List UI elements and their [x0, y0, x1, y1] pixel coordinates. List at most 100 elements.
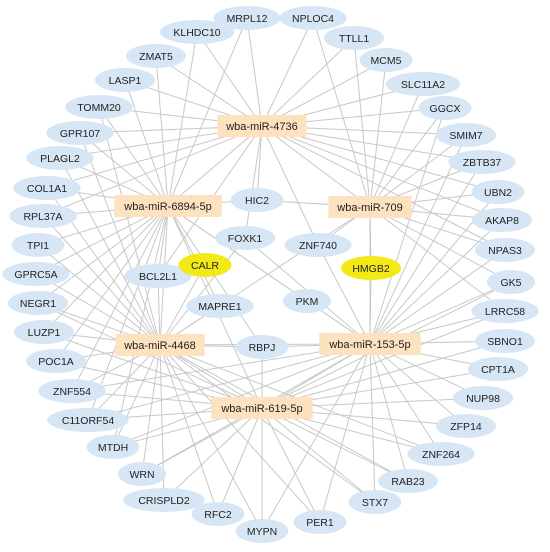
gene-node-shape — [186, 294, 254, 318]
gene-node-label: NUP98 — [466, 393, 500, 405]
gene-node-label: SMIM7 — [449, 130, 482, 142]
gene-node-shape — [348, 490, 402, 514]
gene-node-c11orf54[interactable]: C11ORF54 — [47, 408, 129, 432]
gene-node-label: WRN — [129, 469, 154, 481]
gene-node-poc1a[interactable]: POC1A — [26, 349, 86, 373]
gene-node-zfp14[interactable]: ZFP14 — [436, 414, 496, 438]
mirna-node-wba-mir-4736[interactable]: wba-miR-4736 — [217, 115, 307, 137]
gene-node-foxk1[interactable]: FOXK1 — [215, 226, 275, 250]
gene-node-znf264[interactable]: ZNF264 — [407, 442, 475, 466]
edge-m153-hmgb2 — [369, 267, 372, 345]
gene-node-npas3[interactable]: NPAS3 — [475, 238, 535, 262]
gene-node-lasp1[interactable]: LASP1 — [95, 68, 155, 92]
gene-node-mtdh[interactable]: MTDH — [86, 435, 140, 459]
gene-node-label: TTLL1 — [339, 33, 370, 45]
gene-node-akap8[interactable]: AKAP8 — [472, 208, 532, 232]
mirna-node-wba-mir-619-5p[interactable]: wba-miR-619-5p — [211, 397, 313, 419]
gene-node-label: MYPN — [247, 526, 277, 538]
edge-m4736-foxk1 — [244, 125, 263, 239]
mirna-node-label: wba-miR-619-5p — [220, 403, 302, 415]
gene-node-zbtb37[interactable]: ZBTB37 — [448, 150, 516, 174]
gene-node-nup98[interactable]: NUP98 — [453, 386, 513, 410]
gene-node-shape — [159, 20, 235, 44]
gene-node-slc11a2[interactable]: SLC11A2 — [385, 72, 461, 96]
gene-node-klhdc10[interactable]: KLHDC10 — [159, 20, 235, 44]
edge-m4468-tpi1 — [37, 244, 161, 346]
gene-node-lrrc58[interactable]: LRRC58 — [471, 299, 539, 323]
gene-node-shape — [235, 335, 289, 359]
edge-m4736-mrpl12 — [246, 17, 263, 127]
gene-node-shape — [407, 442, 475, 466]
edge-m153-ggcx — [369, 107, 446, 345]
gene-node-shape — [86, 435, 140, 459]
gene-node-label: GGCX — [430, 103, 461, 115]
gene-node-gk5[interactable]: GK5 — [487, 270, 535, 294]
gene-node-shape — [472, 208, 532, 232]
gene-node-ttll1[interactable]: TTLL1 — [324, 26, 384, 50]
gene-node-shape — [126, 44, 186, 68]
gene-node-shape — [95, 68, 155, 92]
gene-node-mrpl12[interactable]: MRPL12 — [213, 6, 281, 30]
gene-node-gprc5a[interactable]: GPRC5A — [2, 262, 70, 286]
highlighted-node-shape — [341, 256, 401, 280]
gene-node-tomm20[interactable]: TOMM20 — [65, 95, 133, 119]
gene-node-col1a1[interactable]: COL1A1 — [13, 176, 81, 200]
gene-node-hic2[interactable]: HIC2 — [230, 188, 284, 212]
gene-node-wrn[interactable]: WRN — [118, 462, 166, 486]
gene-node-ggcx[interactable]: GGCX — [418, 96, 472, 120]
gene-node-znf554[interactable]: ZNF554 — [38, 379, 106, 403]
edge-m6894-negr1 — [37, 205, 169, 304]
gene-node-shape — [284, 233, 352, 257]
gene-node-label: ZNF740 — [299, 240, 337, 252]
edge-m4736-m709 — [261, 125, 371, 208]
mirna-node-wba-mir-709[interactable]: wba-miR-709 — [328, 196, 412, 218]
edge-m153-znf740 — [317, 244, 371, 345]
gene-node-bcl2l1[interactable]: BCL2L1 — [124, 264, 192, 288]
gene-node-label: PKM — [296, 296, 319, 308]
gene-node-gpr107[interactable]: GPR107 — [46, 121, 114, 145]
gene-node-stx7[interactable]: STX7 — [348, 490, 402, 514]
gene-node-mcm5[interactable]: MCM5 — [359, 48, 413, 72]
gene-node-shape — [436, 123, 496, 147]
edge-m153-c11orf54 — [87, 343, 371, 421]
gene-node-plagl2[interactable]: PLAGL2 — [26, 146, 94, 170]
gene-node-mapre1[interactable]: MAPRE1 — [186, 294, 254, 318]
gene-node-shape — [11, 233, 65, 257]
gene-node-label: UBN2 — [484, 187, 512, 199]
edge-m153-zfp14 — [369, 343, 467, 427]
gene-node-sbno1[interactable]: SBNO1 — [475, 329, 535, 353]
gene-node-per1[interactable]: PER1 — [293, 510, 347, 534]
edge-m709-nploc4 — [312, 17, 371, 208]
edge-m4468-rfc2 — [159, 344, 219, 515]
gene-node-zmat5[interactable]: ZMAT5 — [126, 44, 186, 68]
gene-node-rbpj[interactable]: RBPJ — [235, 335, 289, 359]
highlighted-node-hmgb2[interactable]: HMGB2 — [341, 256, 401, 280]
mirna-node-wba-mir-4468[interactable]: wba-miR-4468 — [115, 334, 205, 356]
edge-m619-rfc2 — [217, 407, 263, 515]
highlighted-node-calr[interactable]: CALR — [178, 253, 232, 277]
gene-node-nploc4[interactable]: NPLOC4 — [279, 6, 347, 30]
gene-node-rpl37a[interactable]: RPL37A — [9, 204, 77, 228]
gene-node-ubn2[interactable]: UBN2 — [471, 180, 525, 204]
gene-node-smim7[interactable]: SMIM7 — [436, 123, 496, 147]
edge-m4736-zmat5 — [155, 55, 263, 127]
gene-node-shape — [475, 238, 535, 262]
gene-node-rab23[interactable]: RAB23 — [378, 469, 438, 493]
gene-node-luzp1[interactable]: LUZP1 — [14, 320, 74, 344]
gene-node-crispld2[interactable]: CRISPLD2 — [123, 488, 205, 512]
gene-node-mypn[interactable]: MYPN — [235, 519, 289, 543]
edge-m709-smim7 — [369, 134, 467, 208]
gene-node-tpi1[interactable]: TPI1 — [11, 233, 65, 257]
gene-node-label: RFC2 — [204, 509, 232, 521]
edge-m619-rab23 — [261, 407, 409, 482]
gene-node-shape — [118, 462, 166, 486]
gene-node-cpt1a[interactable]: CPT1A — [468, 357, 528, 381]
mirna-node-wba-mir-153-5p[interactable]: wba-miR-153-5p — [319, 333, 421, 355]
gene-node-label: ZFP14 — [450, 421, 482, 433]
edge-m6894-zmat5 — [155, 55, 169, 207]
mirna-node-wba-mir-6894-5p[interactable]: wba-miR-6894-5p — [114, 195, 222, 217]
gene-node-pkm[interactable]: PKM — [283, 289, 331, 313]
gene-node-rfc2[interactable]: RFC2 — [191, 502, 245, 526]
gene-node-znf740[interactable]: ZNF740 — [284, 233, 352, 257]
gene-node-negr1[interactable]: NEGR1 — [8, 291, 68, 315]
